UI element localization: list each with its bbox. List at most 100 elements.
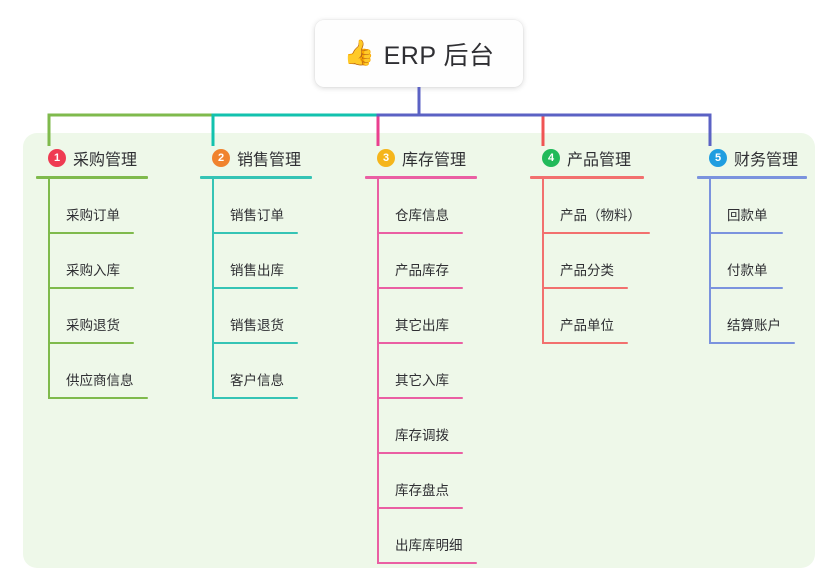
branch-item-rule (48, 397, 148, 399)
branch-item-rule (212, 397, 298, 399)
branch-items: 回款单付款单结算账户 (709, 179, 807, 344)
branch-item-label: 客户信息 (230, 373, 284, 388)
branch-items: 销售订单销售出库销售退货客户信息 (212, 179, 312, 399)
branch-item-label: 回款单 (727, 208, 768, 223)
root-title: ERP 后台 (383, 41, 495, 70)
branch-item[interactable]: 付款单 (709, 234, 807, 289)
branch-header[interactable]: 2 销售管理 (200, 146, 312, 170)
branch-item-rule (377, 507, 463, 509)
branch-item-label: 产品单位 (560, 318, 614, 333)
branch-item-label: 其它出库 (395, 318, 449, 333)
branch-item-rule (377, 232, 463, 234)
branch-item-label: 仓库信息 (395, 208, 449, 223)
branch-item-label: 出库库明细 (395, 538, 463, 553)
branch-item-label: 其它入库 (395, 373, 449, 388)
branch-item[interactable]: 出库库明细 (377, 509, 477, 564)
branch-header[interactable]: 5 财务管理 (697, 146, 807, 170)
branch-item-rule (709, 287, 783, 289)
branch-item[interactable]: 产品分类 (542, 234, 644, 289)
branch-spine (709, 179, 711, 344)
branch-item-label: 采购订单 (66, 208, 120, 223)
branch-item-rule (212, 232, 298, 234)
branch-item[interactable]: 产品单位 (542, 289, 644, 344)
branch-item[interactable]: 仓库信息 (377, 179, 477, 234)
root-node[interactable]: 👍 ERP 后台 (315, 20, 523, 87)
branch-item-rule (709, 232, 783, 234)
branch-spine (48, 179, 50, 399)
branch-item-label: 销售退货 (230, 318, 284, 333)
branch-number-badge: 3 (377, 149, 395, 167)
branch-item-label: 结算账户 (727, 318, 781, 333)
branch-item-rule (48, 232, 134, 234)
branch-item[interactable]: 销售退货 (212, 289, 312, 344)
branch-item[interactable]: 销售出库 (212, 234, 312, 289)
branch-header-rule (697, 176, 807, 179)
branch-column-5[interactable]: 5 财务管理回款单付款单结算账户 (697, 146, 807, 344)
branch-item[interactable]: 产品（物料） (542, 179, 650, 234)
branch-header-rule (200, 176, 312, 179)
branch-header-rule (530, 176, 644, 179)
branch-item-label: 库存盘点 (395, 483, 449, 498)
branch-title: 采购管理 (73, 152, 138, 169)
branch-item[interactable]: 销售订单 (212, 179, 312, 234)
branch-item-rule (377, 562, 477, 564)
branch-title: 产品管理 (567, 152, 632, 169)
branch-item-label: 采购入库 (66, 263, 120, 278)
branch-spine (212, 179, 214, 399)
branch-header[interactable]: 1 采购管理 (36, 146, 148, 170)
branch-number-badge: 1 (48, 149, 66, 167)
branch-title: 财务管理 (734, 152, 799, 169)
branch-number-badge: 5 (709, 149, 727, 167)
branch-item[interactable]: 供应商信息 (48, 344, 148, 399)
branch-item[interactable]: 其它出库 (377, 289, 477, 344)
branch-number-badge: 2 (212, 149, 230, 167)
branch-item-label: 供应商信息 (66, 373, 134, 388)
branch-spine (542, 179, 544, 344)
branches-panel (23, 133, 815, 568)
branch-column-3[interactable]: 3 库存管理仓库信息产品库存其它出库其它入库库存调拨库存盘点出库库明细 (365, 146, 477, 564)
branch-item-label: 产品分类 (560, 263, 614, 278)
branch-items: 采购订单采购入库采购退货供应商信息 (48, 179, 148, 399)
branch-item[interactable]: 采购订单 (48, 179, 148, 234)
branch-item-label: 销售订单 (230, 208, 284, 223)
branch-item[interactable]: 库存盘点 (377, 454, 477, 509)
branch-number-badge: 4 (542, 149, 560, 167)
branch-item[interactable]: 结算账户 (709, 289, 807, 344)
branch-column-2[interactable]: 2 销售管理销售订单销售出库销售退货客户信息 (200, 146, 312, 399)
branch-item-label: 产品（物料） (560, 208, 641, 223)
branch-item[interactable]: 客户信息 (212, 344, 312, 399)
branch-title: 销售管理 (237, 152, 302, 169)
branch-item-rule (377, 397, 463, 399)
branch-header[interactable]: 4 产品管理 (530, 146, 644, 170)
branch-column-1[interactable]: 1 采购管理采购订单采购入库采购退货供应商信息 (36, 146, 148, 399)
branch-header[interactable]: 3 库存管理 (365, 146, 477, 170)
branch-title: 库存管理 (402, 152, 467, 169)
branch-item[interactable]: 回款单 (709, 179, 807, 234)
branch-item[interactable]: 库存调拨 (377, 399, 477, 454)
branch-item-label: 销售出库 (230, 263, 284, 278)
branch-item-label: 库存调拨 (395, 428, 449, 443)
branch-item[interactable]: 其它入库 (377, 344, 477, 399)
branch-item-rule (709, 342, 795, 344)
branch-item-rule (48, 287, 134, 289)
branch-header-rule (365, 176, 477, 179)
branch-items: 仓库信息产品库存其它出库其它入库库存调拨库存盘点出库库明细 (377, 179, 477, 564)
branch-item[interactable]: 产品库存 (377, 234, 477, 289)
branch-column-4[interactable]: 4 产品管理产品（物料） 产品分类产品单位 (530, 146, 650, 344)
thumbs-up-icon: 👍 (343, 39, 375, 67)
branch-item[interactable]: 采购退货 (48, 289, 148, 344)
branch-spine (377, 179, 379, 564)
branch-item-rule (377, 342, 463, 344)
branch-item-rule (48, 342, 134, 344)
branch-item-rule (212, 342, 298, 344)
branch-item-rule (542, 287, 628, 289)
branch-item-rule (542, 232, 650, 234)
branch-item-label: 付款单 (727, 263, 768, 278)
branch-item-label: 产品库存 (395, 263, 449, 278)
branch-item-rule (212, 287, 298, 289)
branch-item-rule (377, 287, 463, 289)
branch-item[interactable]: 采购入库 (48, 234, 148, 289)
branch-header-rule (36, 176, 148, 179)
branch-items: 产品（物料） 产品分类产品单位 (542, 179, 650, 344)
